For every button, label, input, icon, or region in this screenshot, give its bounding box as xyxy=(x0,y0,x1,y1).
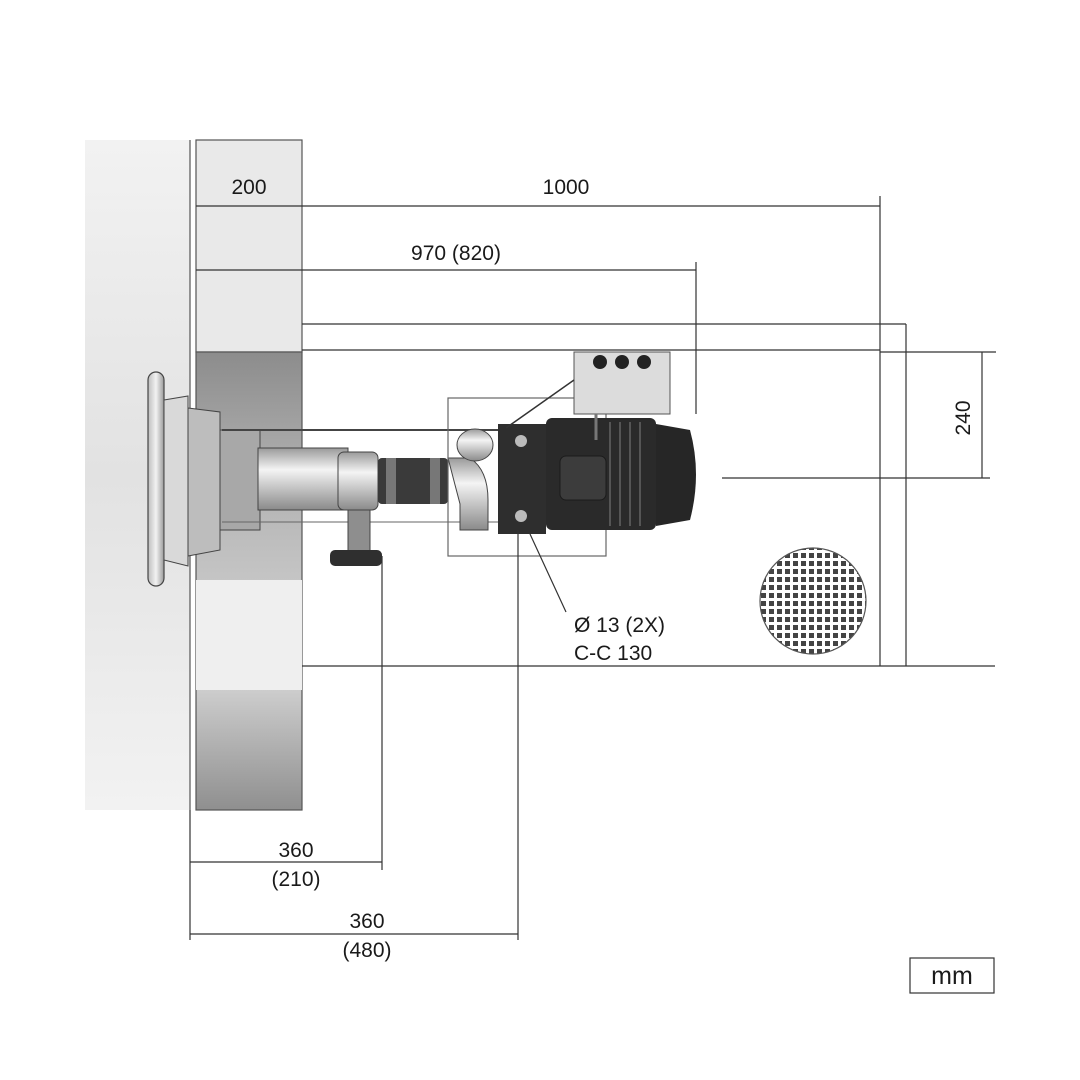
dim-height: 240 xyxy=(952,400,975,435)
dim-foot-offset-line2: (480) xyxy=(342,939,391,962)
flex-coupling xyxy=(378,428,494,531)
dimension-lines xyxy=(190,205,983,935)
dim-foot-offset-line1: 360 xyxy=(349,910,384,933)
dim-overall-length: 1000 xyxy=(543,176,590,199)
pool-wall xyxy=(85,139,303,811)
electric-motor xyxy=(546,418,696,530)
dim-valve-offset-line1: 360 xyxy=(278,839,313,862)
dim-bolt-holes-line2: C-C 130 xyxy=(574,642,652,665)
dim-valve-offset-line2: (210) xyxy=(271,868,320,891)
inlet-nozzle xyxy=(147,371,261,587)
machine-room-outline xyxy=(302,196,995,667)
units-box: mm xyxy=(909,957,995,994)
extension-lines xyxy=(189,351,996,940)
dim-pump-length: 970 (820) xyxy=(411,242,501,265)
terminal-box xyxy=(505,351,671,440)
shutoff-valve xyxy=(330,451,382,566)
ventilation-grille xyxy=(759,547,867,655)
dim-bolt-holes-line1: Ø 13 (2X) xyxy=(574,614,665,637)
dim-wall-thickness: 200 xyxy=(231,176,266,199)
units-label: mm xyxy=(931,962,973,990)
